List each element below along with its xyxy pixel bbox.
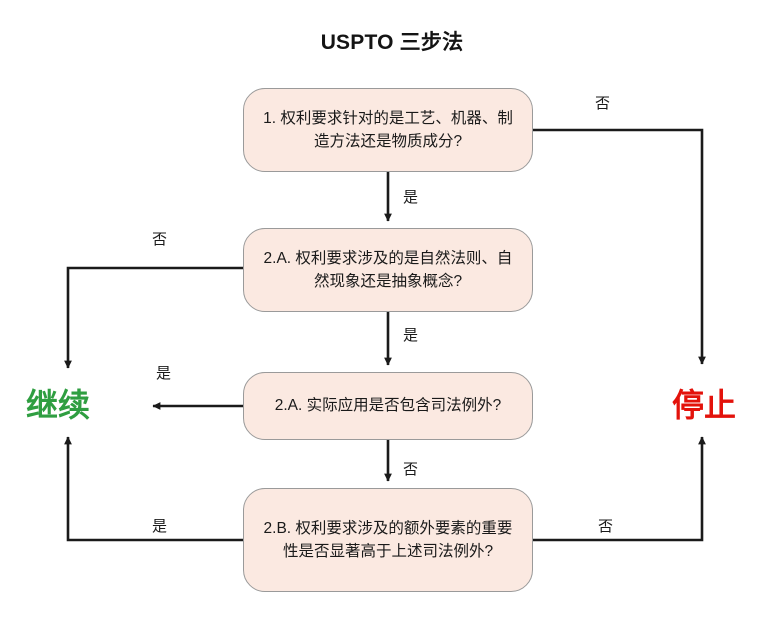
edge-label-step1-no: 否 bbox=[595, 95, 611, 112]
node-step-2a-practical-label: 2.A. 实际应用是否包含司法例外? bbox=[274, 397, 502, 415]
edge-label-step3-no: 否 bbox=[403, 461, 419, 478]
edge-label-step2-no: 否 bbox=[152, 231, 168, 248]
edge-step4-no-to-stop bbox=[533, 436, 706, 542]
edge-step4-yes-to-continue bbox=[64, 436, 243, 542]
terminal-continue: 继续 bbox=[26, 387, 91, 423]
edge-label-step4-no: 否 bbox=[598, 518, 614, 535]
node-step-2a-exception[interactable]: 2.A. 权利要求涉及的是自然法则、自然现象还是抽象概念? bbox=[243, 228, 533, 312]
node-step-1-label: 1. 权利要求针对的是工艺、机器、制造方法还是物质成分? bbox=[263, 109, 513, 150]
node-step-2b-significance[interactable]: 2.B. 权利要求涉及的额外要素的重要性是否显著高于上述司法例外? bbox=[243, 488, 533, 592]
node-step-2a-exception-label: 2.A. 权利要求涉及的是自然法则、自然现象还是抽象概念? bbox=[263, 249, 513, 290]
edge-step1-no-to-stop bbox=[533, 128, 706, 365]
edge-label-step4-yes: 是 bbox=[152, 518, 168, 535]
edge-label-step2-yes: 是 bbox=[403, 327, 419, 344]
edge-label-step1-yes: 是 bbox=[403, 189, 419, 206]
node-step-2b-significance-label: 2.B. 权利要求涉及的额外要素的重要性是否显著高于上述司法例外? bbox=[263, 519, 513, 560]
terminal-stop: 停止 bbox=[672, 387, 737, 423]
edge-step2-no-to-continue bbox=[64, 266, 243, 369]
page-title: USPTO 三步法 bbox=[320, 31, 464, 54]
node-step-2a-practical[interactable]: 2.A. 实际应用是否包含司法例外? bbox=[243, 372, 533, 440]
node-step-1[interactable]: 1. 权利要求针对的是工艺、机器、制造方法还是物质成分? bbox=[243, 88, 533, 172]
edge-label-step3-yes: 是 bbox=[156, 365, 172, 382]
